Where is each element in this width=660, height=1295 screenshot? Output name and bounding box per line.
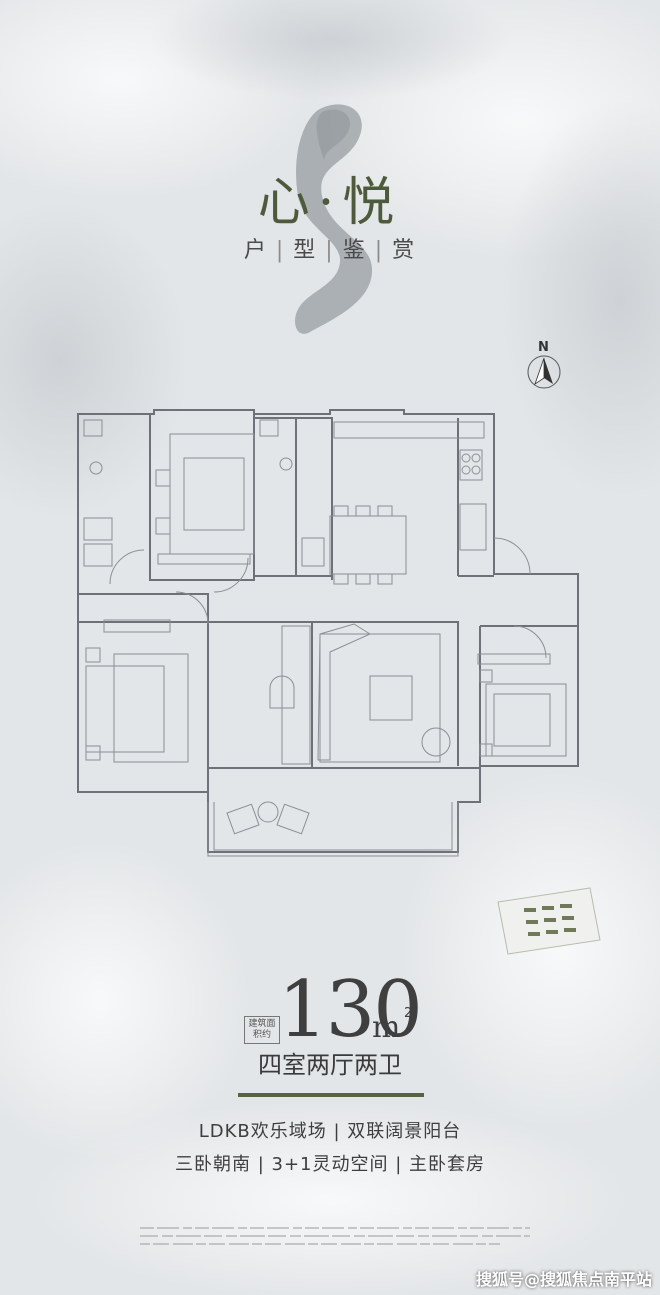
page-title: 心·悦 <box>257 173 403 233</box>
area-tag: 建筑面积约 <box>244 1016 280 1044</box>
subtitle-part: 赏 <box>392 238 417 263</box>
watermark: 搜狐号@搜狐焦点南平站 <box>476 1270 653 1289</box>
divider-rule <box>238 1093 424 1097</box>
disclaimer-fine-print <box>140 1227 530 1245</box>
subtitle-separator: | <box>325 238 335 263</box>
compass-icon <box>527 355 561 389</box>
area-unit-superscript: 2 <box>404 1006 413 1021</box>
site-key-plan <box>497 887 601 955</box>
page-subtitle: 户 | 型 | 鉴 | 赏 <box>0 232 660 264</box>
feature-line-2: 三卧朝南 | 3+1灵动空间 | 主卧套房 <box>174 1154 485 1175</box>
subtitle-separator: | <box>374 238 385 263</box>
floor-plan <box>77 409 579 857</box>
area-unit: m <box>372 1010 401 1045</box>
compass-north-label: N <box>538 340 549 355</box>
area-value: 130 <box>278 965 423 1055</box>
unit-type: 四室两厅两卫 <box>258 1051 402 1079</box>
subtitle-part: 鉴 <box>342 238 367 263</box>
ink-brush-stroke <box>295 104 373 334</box>
subtitle-part: 户 <box>243 238 268 263</box>
subtitle-part: 型 <box>293 238 318 263</box>
subtitle-separator: | <box>275 238 286 263</box>
feature-line-1: LDKB欢乐域场 | 双联阔景阳台 <box>198 1121 462 1142</box>
